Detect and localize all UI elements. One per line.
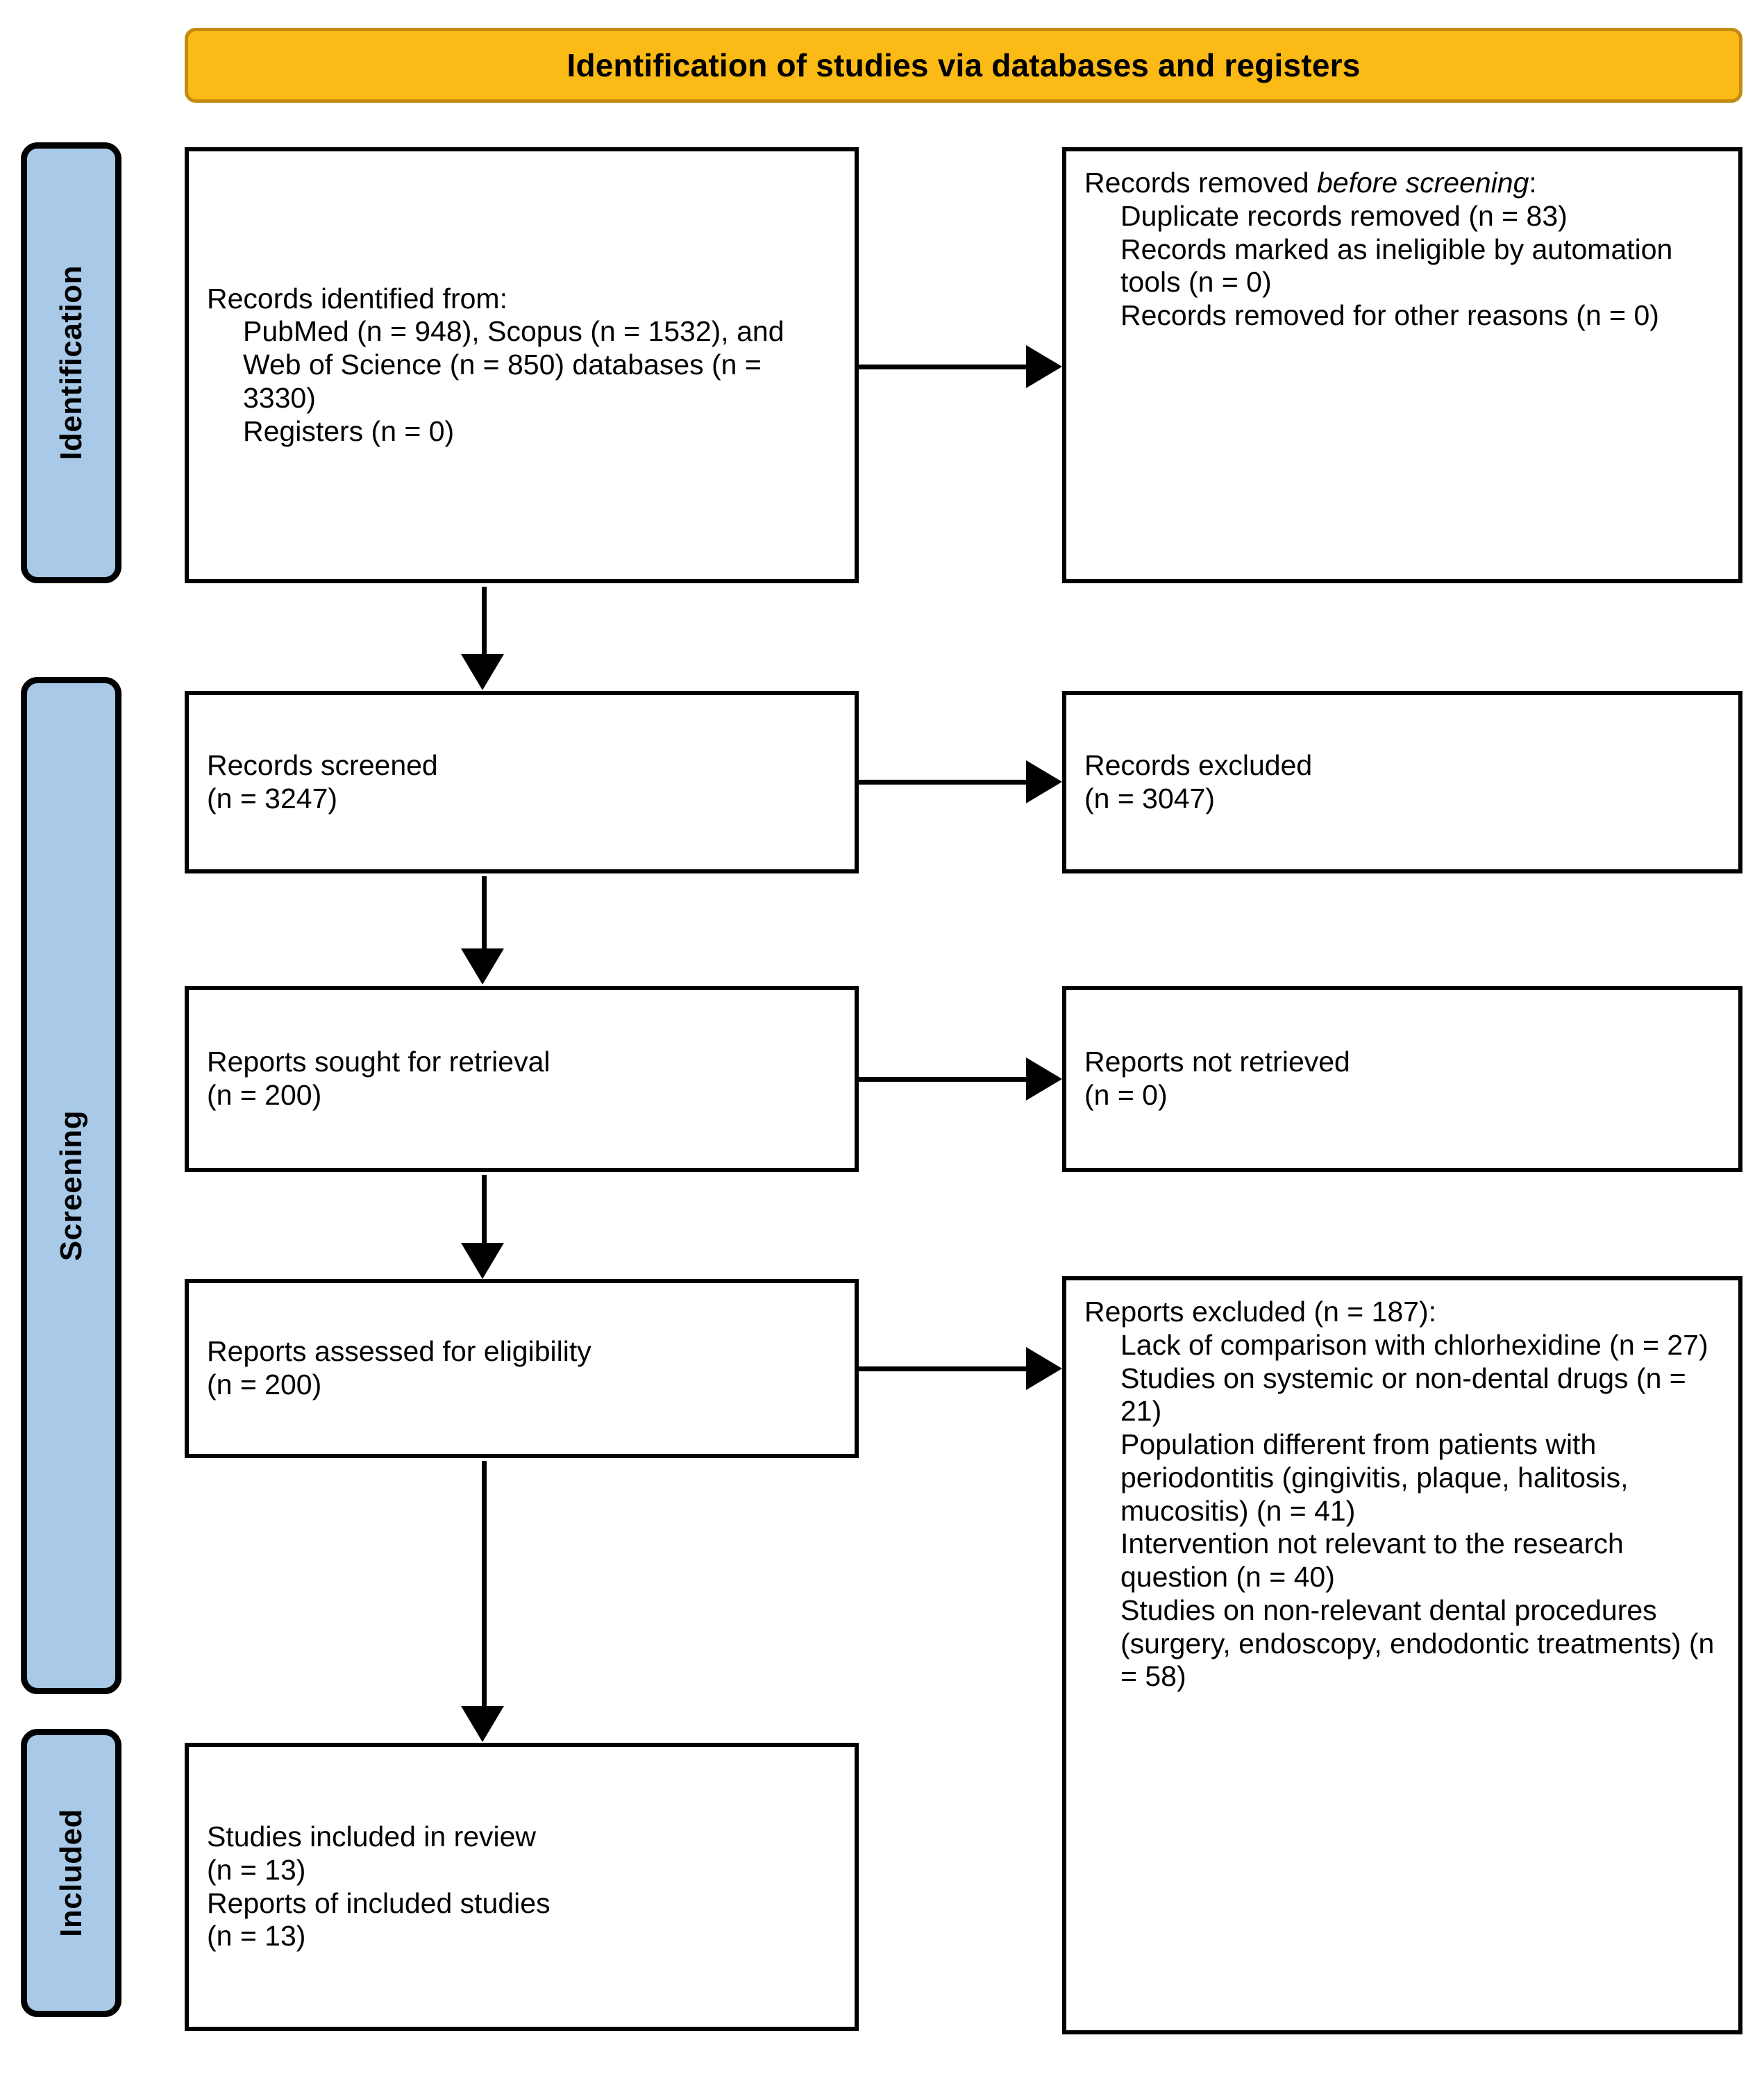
- records-screened-label: Records screened: [207, 748, 438, 781]
- arrow-assessed-to-included-line: [482, 1461, 487, 1709]
- records-removed-heading: Records removed before screening:: [1084, 167, 1720, 200]
- stage-label-screening-text: Screening: [53, 1110, 88, 1262]
- box-reports-sought-for-retrieval: Reports sought for retrieval (n = 200): [185, 986, 859, 1172]
- records-excluded-label: Records excluded: [1084, 748, 1313, 781]
- records-removed-heading-plain: Records removed: [1084, 167, 1317, 199]
- reports-not-retrieved-label: Reports not retrieved: [1084, 1046, 1350, 1078]
- arrow-identified-to-screened-head-icon: [461, 654, 504, 690]
- stage-label-screening: Screening: [21, 677, 121, 1694]
- arrow-sought-to-notretrieved-head-icon: [1026, 1057, 1062, 1101]
- box-reports-not-retrieved: Reports not retrieved (n = 0): [1062, 986, 1742, 1172]
- reports-excluded-heading: Reports excluded (n = 187):: [1084, 1296, 1437, 1328]
- records-removed-other: Records removed for other reasons (n = 0…: [1120, 299, 1659, 331]
- records-screened-count: (n = 3247): [207, 782, 338, 814]
- reports-excluded-reason-4: Intervention not relevant to the researc…: [1120, 1528, 1632, 1593]
- reports-excluded-reason-5: Studies on non-relevant dental procedure…: [1120, 1593, 1722, 1693]
- arrow-identified-to-removed-head-icon: [1026, 345, 1062, 388]
- reports-excluded-reason-3: Population different from patients with …: [1120, 1428, 1636, 1527]
- records-identified-line1: Records identified from:: [207, 282, 507, 315]
- stage-label-included-text: Included: [53, 1809, 88, 1937]
- box-reports-assessed-for-eligibility: Reports assessed for eligibility (n = 20…: [185, 1279, 859, 1458]
- reports-of-included-studies-count: (n = 13): [207, 1920, 306, 1952]
- reports-excluded-reason-1: Lack of comparison with chlorhexidine (n…: [1120, 1328, 1708, 1361]
- stage-label-identification-text: Identification: [53, 265, 88, 460]
- reports-assessed-label: Reports assessed for eligibility: [207, 1335, 591, 1368]
- arrow-identified-to-screened-line: [482, 587, 487, 660]
- reports-excluded-reason-2: Studies on systemic or non-dental drugs …: [1120, 1362, 1695, 1428]
- records-removed-heading-emphasis: before screening: [1316, 167, 1529, 199]
- box-records-screened: Records screened (n = 3247): [185, 691, 859, 873]
- reports-not-retrieved-count: (n = 0): [1084, 1079, 1168, 1111]
- records-excluded-count: (n = 3047): [1084, 782, 1216, 814]
- records-identified-databases: PubMed (n = 948), Scopus (n = 1532), and…: [243, 315, 792, 414]
- arrow-screened-to-sought-line: [482, 876, 487, 951]
- stage-label-included: Included: [21, 1729, 121, 2017]
- box-records-excluded: Records excluded (n = 3047): [1062, 691, 1742, 873]
- reports-assessed-count: (n = 200): [207, 1369, 322, 1400]
- box-records-identified: Records identified from: PubMed (n = 948…: [185, 147, 859, 583]
- reports-sought-count: (n = 200): [207, 1079, 322, 1111]
- box-studies-included-in-review: Studies included in review (n = 13) Repo…: [185, 1743, 859, 2031]
- banner-title: Identification of studies via databases …: [566, 47, 1361, 83]
- arrow-screened-to-excluded-line: [859, 780, 1031, 785]
- box-records-removed-before-screening: Records removed before screening: Duplic…: [1062, 147, 1742, 583]
- arrow-screened-to-excluded-head-icon: [1026, 760, 1062, 803]
- arrow-assessed-to-reportsexcluded-head-icon: [1026, 1347, 1062, 1390]
- reports-of-included-studies-label: Reports of included studies: [207, 1887, 551, 1919]
- records-removed-heading-colon: :: [1529, 167, 1537, 199]
- stage-label-identification: Identification: [21, 142, 121, 583]
- arrow-assessed-to-included-head-icon: [461, 1706, 504, 1742]
- studies-included-label: Studies included in review: [207, 1821, 537, 1852]
- diagram-banner: Identification of studies via databases …: [185, 28, 1742, 103]
- box-reports-excluded-with-reasons: Reports excluded (n = 187): Lack of comp…: [1062, 1276, 1742, 2034]
- arrow-assessed-to-reportsexcluded-line: [859, 1366, 1031, 1371]
- records-removed-automation: Records marked as ineligible by automati…: [1120, 233, 1681, 299]
- studies-included-count: (n = 13): [207, 1853, 306, 1886]
- arrow-screened-to-sought-head-icon: [461, 948, 504, 985]
- records-removed-duplicates: Duplicate records removed (n = 83): [1120, 199, 1568, 232]
- records-identified-registers: Registers (n = 0): [243, 415, 455, 447]
- arrow-sought-to-notretrieved-line: [859, 1077, 1031, 1082]
- arrow-sought-to-assessed-head-icon: [461, 1243, 504, 1279]
- arrow-sought-to-assessed-line: [482, 1175, 487, 1246]
- arrow-identified-to-removed-line: [859, 365, 1031, 369]
- reports-sought-label: Reports sought for retrieval: [207, 1046, 551, 1078]
